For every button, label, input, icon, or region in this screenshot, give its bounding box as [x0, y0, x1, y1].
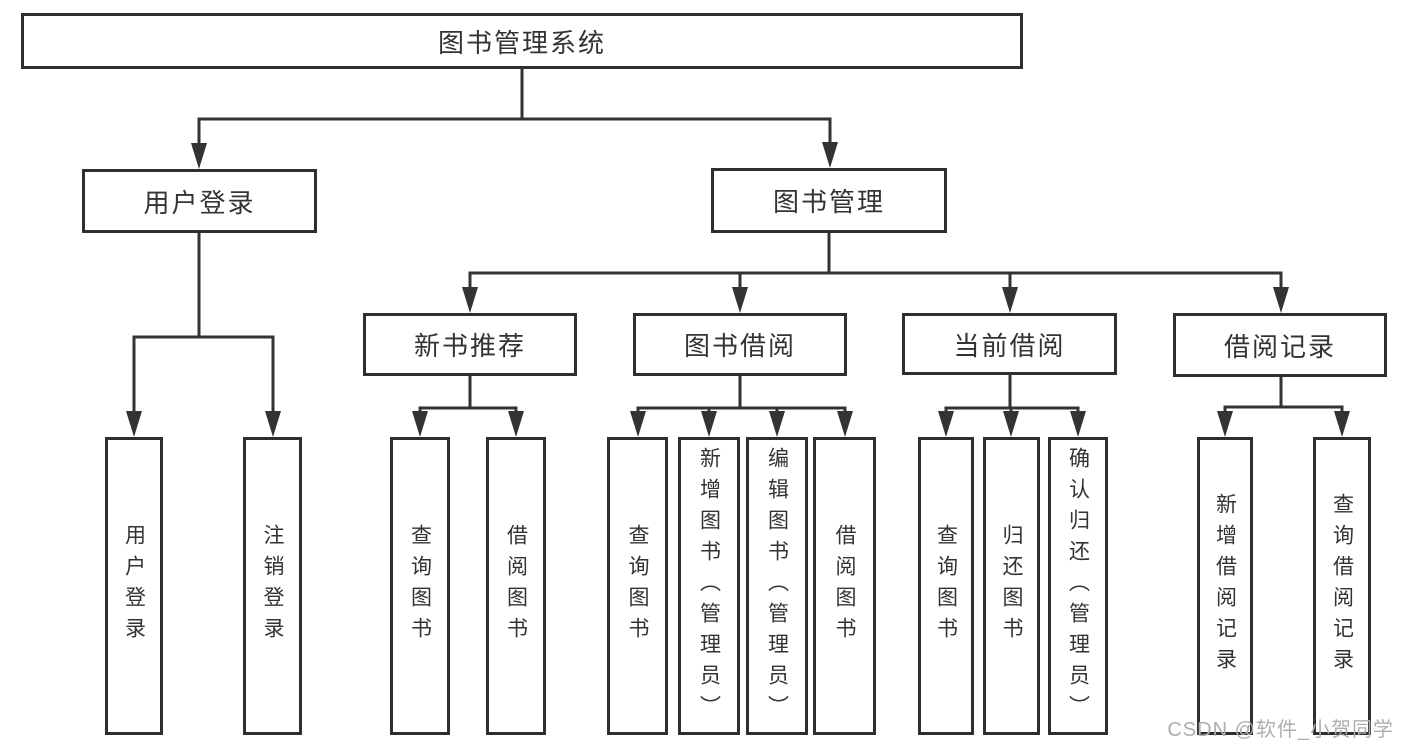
node-leaf-login-label: 用户登录: [122, 524, 146, 648]
node-leaf-bb-query-book-label: 查询图书: [626, 524, 649, 648]
node-leaf-cb-query-book-label: 查询图书: [934, 524, 958, 648]
node-user-login-label: 用户登录: [143, 187, 256, 218]
node-leaf-cb-confirm-return-label: 确认归还（管理员）: [1066, 446, 1090, 726]
node-book-borrow-label: 图书借阅: [683, 331, 796, 361]
node-current-borrow-label: 当前借阅: [953, 330, 1066, 361]
node-leaf-bb-add-book: 新增图书（管理员）: [678, 437, 740, 735]
node-leaf-nbr-query-book: 查询图书: [390, 437, 450, 735]
node-new-book-rec: 新书推荐: [363, 313, 577, 376]
node-leaf-bb-edit-book: 编辑图书（管理员）: [746, 437, 808, 735]
node-leaf-br-add-record-label: 新增借阅记录: [1213, 493, 1237, 679]
node-book-mgmt: 图书管理: [711, 168, 947, 233]
node-leaf-cb-query-book: 查询图书: [918, 437, 974, 735]
node-leaf-cb-confirm-return: 确认归还（管理员）: [1048, 437, 1108, 735]
node-leaf-bb-borrow-book-label: 借阅图书: [833, 524, 856, 648]
node-leaf-br-query-record: 查询借阅记录: [1313, 437, 1371, 735]
node-leaf-bb-borrow-book: 借阅图书: [813, 437, 876, 735]
node-leaf-logout: 注销登录: [243, 437, 302, 735]
node-leaf-bb-add-book-label: 新增图书（管理员）: [697, 446, 721, 726]
node-current-borrow: 当前借阅: [902, 313, 1117, 375]
node-book-borrow: 图书借阅: [633, 313, 847, 376]
node-new-book-rec-label: 新书推荐: [413, 331, 526, 361]
node-borrow-records: 借阅记录: [1173, 313, 1387, 377]
node-leaf-nbr-borrow-book: 借阅图书: [486, 437, 546, 735]
node-leaf-nbr-borrow-book-label: 借阅图书: [504, 524, 528, 648]
node-leaf-bb-query-book: 查询图书: [607, 437, 668, 735]
watermark: CSDN @软件_小贺同学: [1167, 719, 1394, 741]
node-borrow-records-label: 借阅记录: [1223, 331, 1336, 362]
node-user-login: 用户登录: [82, 169, 317, 233]
node-leaf-cb-return-book: 归还图书: [983, 437, 1040, 735]
node-leaf-br-query-record-label: 查询借阅记录: [1330, 493, 1354, 679]
node-leaf-nbr-query-book-label: 查询图书: [408, 524, 432, 648]
node-root-label: 图书管理系统: [437, 27, 606, 58]
node-leaf-login: 用户登录: [105, 437, 163, 735]
node-leaf-bb-edit-book-label: 编辑图书（管理员）: [765, 446, 789, 726]
node-leaf-cb-return-book-label: 归还图书: [1000, 524, 1023, 648]
node-root: 图书管理系统: [21, 13, 1023, 69]
node-book-mgmt-label: 图书管理: [772, 187, 885, 217]
node-leaf-logout-label: 注销登录: [261, 524, 284, 648]
node-leaf-br-add-record: 新增借阅记录: [1197, 437, 1253, 735]
